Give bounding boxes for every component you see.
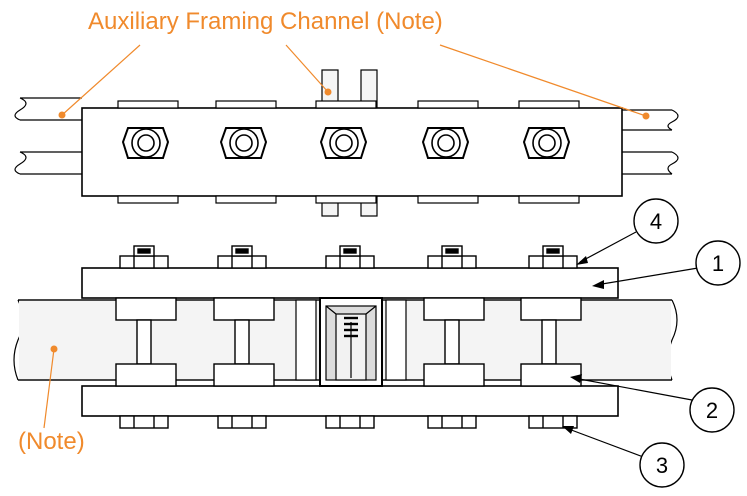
- lower-plate: [81, 385, 619, 417]
- hex-nut-1: [121, 127, 170, 159]
- callout-4-number: 4: [650, 209, 662, 234]
- upper-plate: [81, 267, 619, 299]
- callout-1-number: 1: [712, 251, 724, 276]
- right-channel-lower: [622, 151, 679, 175]
- hex-nut-3: [319, 127, 368, 159]
- plate-tabs: [117, 100, 580, 204]
- left-channel-lower: [14, 151, 82, 175]
- inner-wall-left: [295, 299, 317, 381]
- section-view: [13, 245, 678, 429]
- hex-nut-2: [219, 127, 268, 159]
- callout-2: 2: [570, 374, 735, 433]
- center-bracket: [319, 297, 383, 387]
- right-channel-upper: [622, 109, 679, 131]
- top-note-leaders: [58, 44, 650, 120]
- hex-nut-4: [421, 127, 470, 159]
- inner-wall-right: [385, 299, 407, 381]
- top-note-label: Auxiliary Framing Channel (Note): [88, 8, 443, 35]
- top-view: [14, 44, 679, 217]
- bottom-note-leader: [43, 348, 55, 429]
- top-nuts: [119, 245, 578, 269]
- callout-3-number: 3: [656, 453, 668, 478]
- callout-4: 4: [576, 198, 679, 265]
- bottom-nuts: [119, 415, 578, 429]
- hex-nut-5: [522, 127, 571, 159]
- bottom-note-label: (Note): [18, 428, 85, 455]
- callout-1: 1: [592, 240, 741, 289]
- left-channel-upper: [14, 97, 82, 121]
- callout-3: 3: [562, 426, 685, 488]
- callout-2-number: 2: [706, 398, 718, 423]
